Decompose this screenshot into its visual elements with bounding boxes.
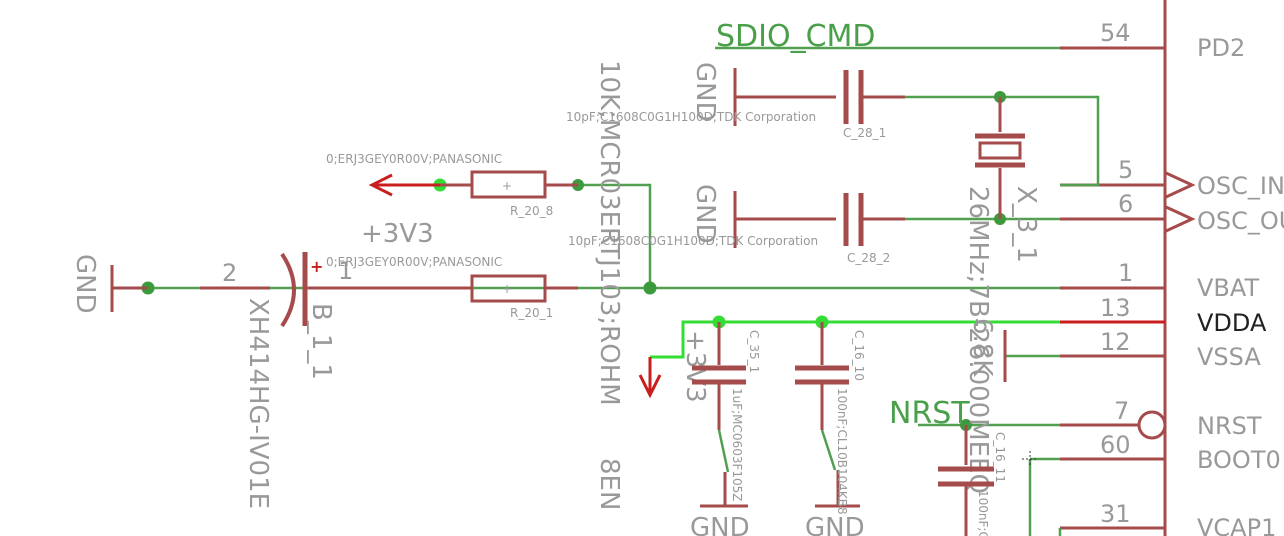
gnd-label-c16: GND xyxy=(805,513,865,536)
gnd-label-c35: GND xyxy=(690,513,750,536)
pin-name-boot0: BOOT0 xyxy=(1197,446,1281,474)
origin-crosshair xyxy=(1022,451,1038,467)
junction-dot xyxy=(643,281,657,295)
pin-name-osc-in: OSC_IN xyxy=(1197,172,1284,200)
pin-name-osc-out: OSC_OUT xyxy=(1197,207,1284,235)
capacitor-value-c35-1: 1uF;MC0603F105Z xyxy=(730,388,744,501)
resistor-value-r-20-1: 0;ERJ3GEY0R00V;PANASONIC xyxy=(326,255,502,269)
supply-label-3v3: +3V3 xyxy=(361,219,434,249)
battery-plate-curved xyxy=(280,252,296,328)
crystal-x-3-1 xyxy=(975,97,1025,219)
capacitor-value-c16-10: 100nF;CL10B104KB8 xyxy=(835,388,849,515)
pin-name-vdda: VDDA xyxy=(1197,309,1267,337)
resistor-origin-mark: + xyxy=(502,179,512,193)
resistor-origin-mark: + xyxy=(502,282,512,296)
pin-number-6: 6 xyxy=(1118,190,1133,218)
wire-r10k-node xyxy=(578,183,652,288)
wire-c16-gnd xyxy=(820,429,837,471)
resistor-r-20-8: + xyxy=(440,170,578,199)
wire-vdda xyxy=(650,320,1060,359)
pin-name-vbat: VBAT xyxy=(1197,274,1259,302)
battery-pin-2: 2 xyxy=(222,259,237,287)
supply-3v3-lower xyxy=(638,357,662,399)
wire-c35-gnd xyxy=(717,429,730,473)
crystal-ref-label: X_3_1 xyxy=(1011,186,1041,263)
capacitor-c-16-11 xyxy=(938,425,994,536)
resistor-10k-label: 10K;MCR03ERTJ103;ROHM xyxy=(594,60,624,406)
nrst-inversion-circle xyxy=(1137,410,1167,440)
gnd-label-c28-1: GND xyxy=(690,62,720,122)
capacitor-value-c28-2: 10pF;C1608C0G1H100D;TDK Corporation xyxy=(568,234,818,248)
capacitor-ref-c35-1: C_35_1 xyxy=(747,330,761,373)
pin-number-7: 7 xyxy=(1114,397,1129,425)
capacitor-c-35-1 xyxy=(692,322,748,508)
net-label-nrst: NRST xyxy=(889,396,970,431)
pin-name-pd2: PD2 xyxy=(1197,34,1245,62)
crystal-body xyxy=(978,141,1022,160)
pin-number-13: 13 xyxy=(1100,294,1131,322)
battery-ref-label: B_1_1 xyxy=(306,303,336,380)
pin-number-31: 31 xyxy=(1100,500,1131,528)
capacitor-c-28-2 xyxy=(733,191,905,248)
capacitor-ref-c28-1: C_28_1 xyxy=(843,126,886,140)
capacitor-value-c28-1: 10pF;C1608C0G1H100D;TDK Corporation xyxy=(566,110,816,124)
capacitor-c-28-1 xyxy=(733,68,905,126)
pin-number-60: 60 xyxy=(1100,431,1131,459)
pin-number-5: 5 xyxy=(1118,156,1133,184)
osc-out-arrow xyxy=(1165,205,1196,233)
supply-3v3-arrow xyxy=(638,374,662,399)
supply-3v3-arrow xyxy=(368,173,393,197)
crystal-value-label: 26MHz;7B-26.000MEEQ xyxy=(963,186,993,494)
pin-number-1: 1 xyxy=(1118,259,1133,287)
overlap-text-fragment: 6.8K xyxy=(967,318,997,377)
pin-name-nrst: NRST xyxy=(1197,412,1262,440)
mcu-symbol: 54 5 6 1 13 12 7 60 31 PD2 OSC_IN OSC_OU… xyxy=(1060,0,1284,536)
battery-plus-mark: + xyxy=(310,257,323,276)
pin-name-vcap1: VCAP1 xyxy=(1197,514,1276,536)
pin-number-54: 54 xyxy=(1100,19,1131,47)
resistor-10k-overlap: 8EN xyxy=(594,458,624,510)
capacitor-ref-c28-2: C_28_2 xyxy=(847,251,890,265)
pin-name-vssa: VSSA xyxy=(1197,343,1261,371)
capacitor-value-c16-11: 100nF;CL10 xyxy=(976,490,990,536)
resistor-r-20-1: + xyxy=(375,274,578,303)
gnd-label-left: GND xyxy=(70,254,100,314)
capacitor-ref-c16-11: C_16_11 xyxy=(993,432,1007,483)
battery-pin-1: 1 xyxy=(338,257,353,285)
resistor-ref-r-20-8: R_20_8 xyxy=(510,204,553,218)
pin-number-12: 12 xyxy=(1100,328,1131,356)
gnd-label-c28-2: GND xyxy=(690,184,720,244)
battery-b-1-1: + 2 1 xyxy=(110,252,375,328)
supply-3v3-upper xyxy=(368,173,440,197)
capacitor-ref-c16-10: C_16_10 xyxy=(852,330,866,381)
net-label-sdio-cmd: SDIO_CMD xyxy=(716,19,876,54)
osc-in-arrow xyxy=(1165,171,1196,199)
resistor-ref-r-20-1: R_20_1 xyxy=(510,306,553,320)
resistor-value-r-20-8: 0;ERJ3GEY0R00V;PANASONIC xyxy=(326,152,502,166)
capacitor-c-16-10 xyxy=(795,322,860,508)
battery-part-label: XH414HG-IV01E xyxy=(243,298,273,509)
